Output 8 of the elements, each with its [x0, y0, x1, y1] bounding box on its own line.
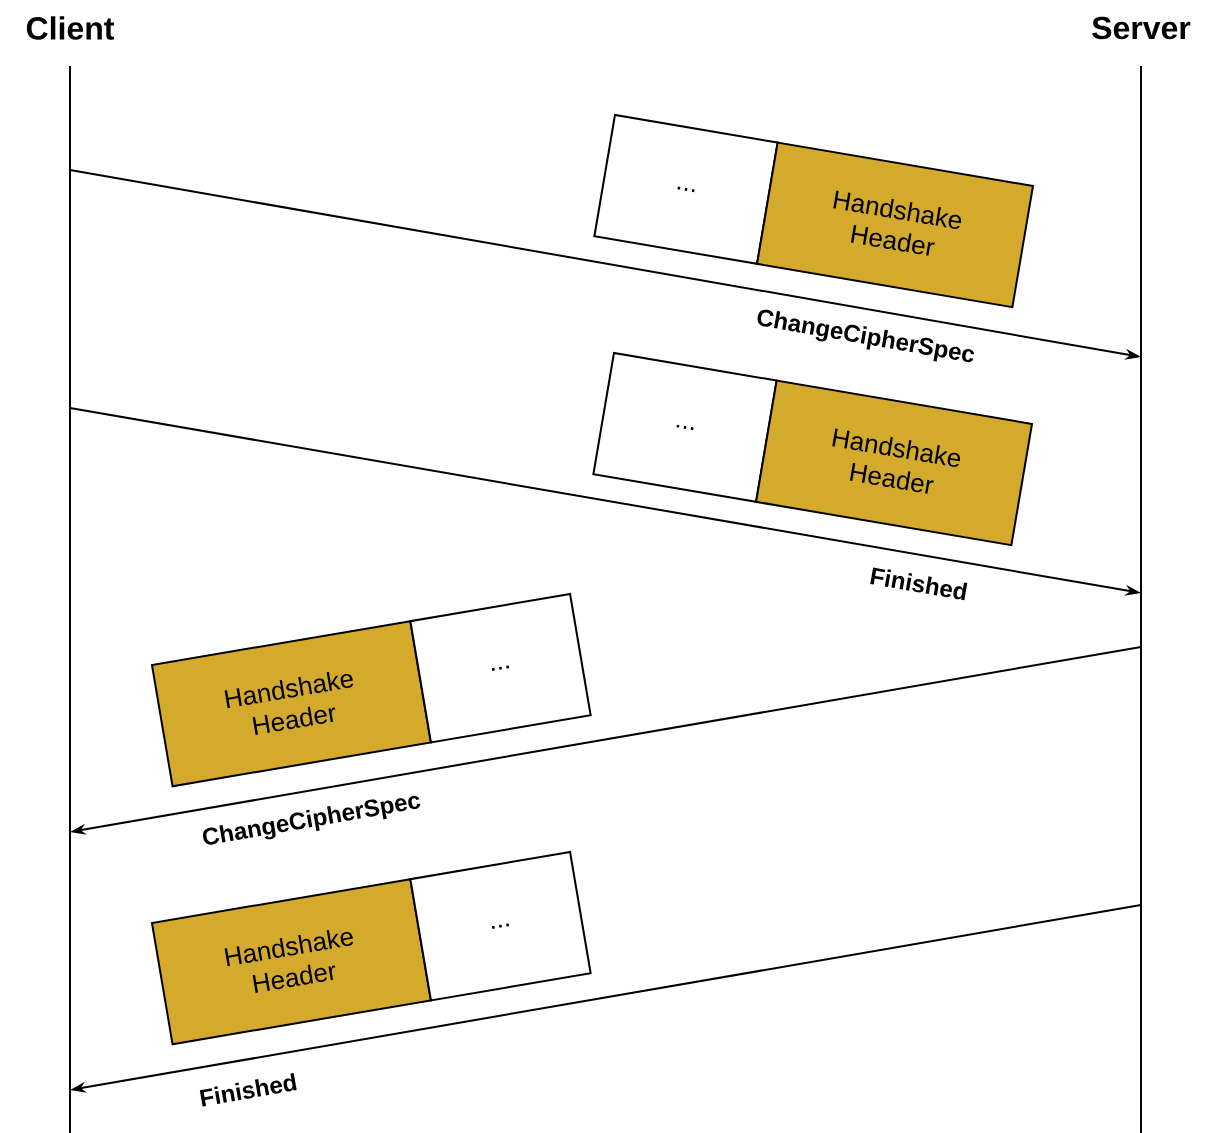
header-field: Handshake Header [150, 620, 432, 788]
message-label: Finished [870, 567, 968, 601]
data-field: ... [593, 113, 779, 265]
participant-label: Server [1092, 16, 1191, 40]
participant-label: Client [26, 16, 115, 40]
data-field: ... [592, 351, 778, 503]
header-field: Handshake Header [150, 878, 432, 1046]
message-label: Finished [199, 1072, 297, 1107]
